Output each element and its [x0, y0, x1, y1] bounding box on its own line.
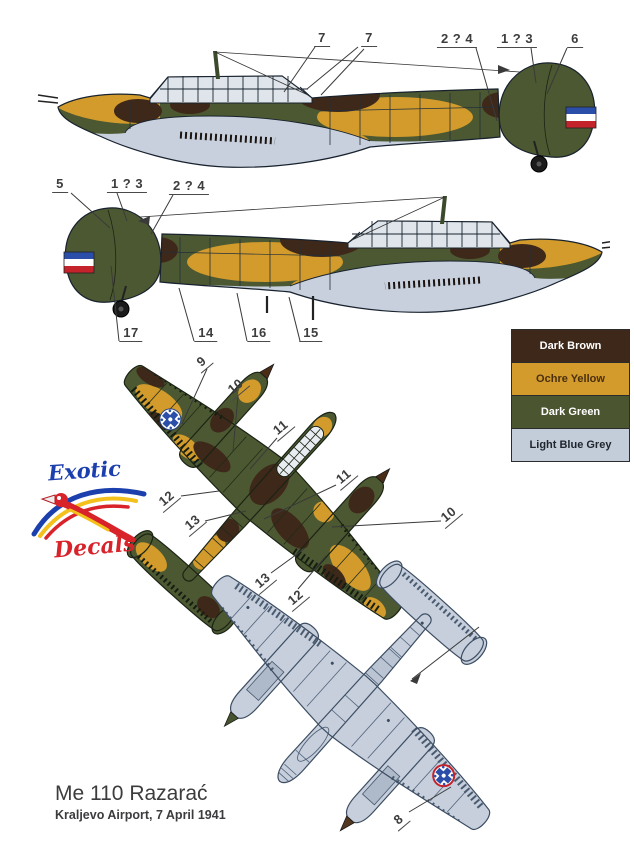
legend-row-light-blue-grey: Light Blue Grey: [512, 429, 629, 461]
side-profiles-illustration: [30, 45, 610, 335]
callout-label: 6: [567, 31, 583, 48]
port-wing-roundel: [159, 408, 182, 431]
bottom-view-illustration: [130, 463, 593, 860]
callout-label: 5: [52, 176, 68, 193]
callout-label: 14: [194, 325, 218, 342]
exotic-decals-logo: Exotic Decals: [28, 455, 152, 570]
port-wing-underside-roundel: [432, 764, 456, 788]
logo-word-decals: Decals: [53, 530, 137, 564]
color-legend: Dark Brown Ochre Yellow Dark Green Light…: [511, 329, 630, 462]
callout-label: 7: [314, 30, 330, 47]
callout-label: 15: [299, 325, 323, 342]
scheme-title: Me 110 Razarać: [55, 782, 208, 805]
legend-row-dark-brown: Dark Brown: [512, 330, 629, 363]
callout-label: 2 ? 4: [436, 31, 478, 48]
legend-row-dark-green: Dark Green: [512, 396, 629, 429]
callout-label: 7: [361, 30, 377, 47]
callout-label: 2 ? 4: [168, 178, 210, 195]
callout-label: 1 ? 3: [496, 31, 538, 48]
legend-label: Dark Brown: [539, 340, 602, 352]
scheme-subtitle: Kraljevo Airport, 7 April 1941: [55, 808, 226, 822]
legend-row-ochre-yellow: Ochre Yellow: [512, 363, 629, 396]
top-view-illustration: [20, 278, 483, 733]
legend-label: Ochre Yellow: [536, 373, 605, 385]
legend-label: Light Blue Grey: [529, 439, 612, 451]
parrot-logo-icon: [31, 487, 147, 542]
callout-label: 17: [119, 325, 143, 342]
callout-label: 16: [247, 325, 271, 342]
legend-label: Dark Green: [540, 406, 601, 418]
callout-label: 1 ? 3: [106, 176, 148, 193]
